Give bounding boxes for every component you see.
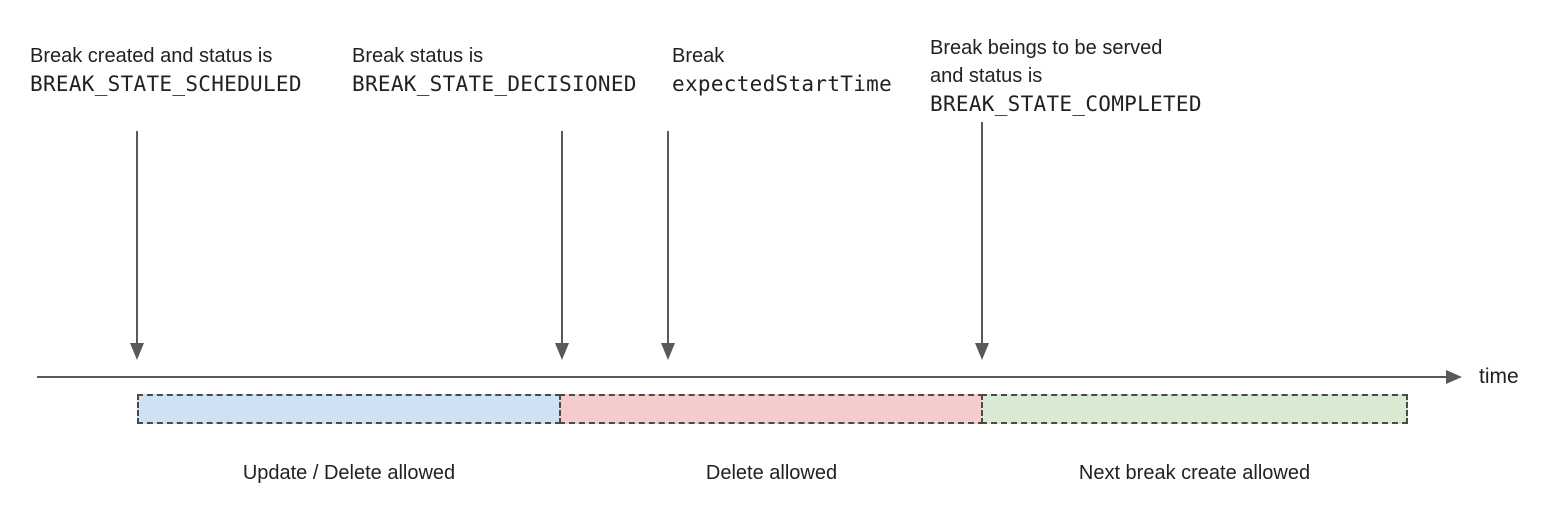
segment-label: Update / Delete allowed xyxy=(242,462,456,484)
segment-update-delete-allowed xyxy=(137,394,561,424)
timeline-axis-label: time xyxy=(1479,365,1519,388)
annotation-code: BREAK_STATE_SCHEDULED xyxy=(30,72,302,96)
annotation-text: Break created and status is xyxy=(30,45,273,67)
arrowhead-icon xyxy=(661,343,675,360)
annotation-code: BREAK_STATE_DECISIONED xyxy=(352,72,637,96)
timeline-arrowhead-icon xyxy=(1446,370,1462,384)
annotation-break-decisioned: Break status is BREAK_STATE_DECISIONED xyxy=(352,42,637,99)
annotation-text: Break beings to be served and status is xyxy=(930,37,1163,87)
annotation-code: BREAK_STATE_COMPLETED xyxy=(930,92,1202,116)
annotation-text: Break xyxy=(672,45,725,67)
down-arrow-icon xyxy=(130,131,144,360)
arrowhead-icon xyxy=(975,343,989,360)
down-arrow-icon xyxy=(555,131,569,360)
annotation-break-completed: Break beings to be served and status is … xyxy=(930,34,1202,119)
down-arrow-icon xyxy=(661,131,675,360)
arrowhead-icon xyxy=(555,343,569,360)
segment-next-break-create-allowed xyxy=(981,394,1408,424)
annotation-expected-start-time: Break expectedStartTime xyxy=(672,42,892,99)
annotation-code: expectedStartTime xyxy=(672,72,893,96)
annotation-text: Break status is xyxy=(352,45,484,67)
segment-delete-allowed xyxy=(559,394,984,424)
segment-label: Next break create allowed xyxy=(1078,462,1311,484)
timeline-axis xyxy=(37,376,1447,378)
arrowhead-icon xyxy=(130,343,144,360)
annotation-break-scheduled: Break created and status is BREAK_STATE_… xyxy=(30,42,302,99)
down-arrow-icon xyxy=(975,122,989,360)
segment-label: Delete allowed xyxy=(705,462,838,484)
